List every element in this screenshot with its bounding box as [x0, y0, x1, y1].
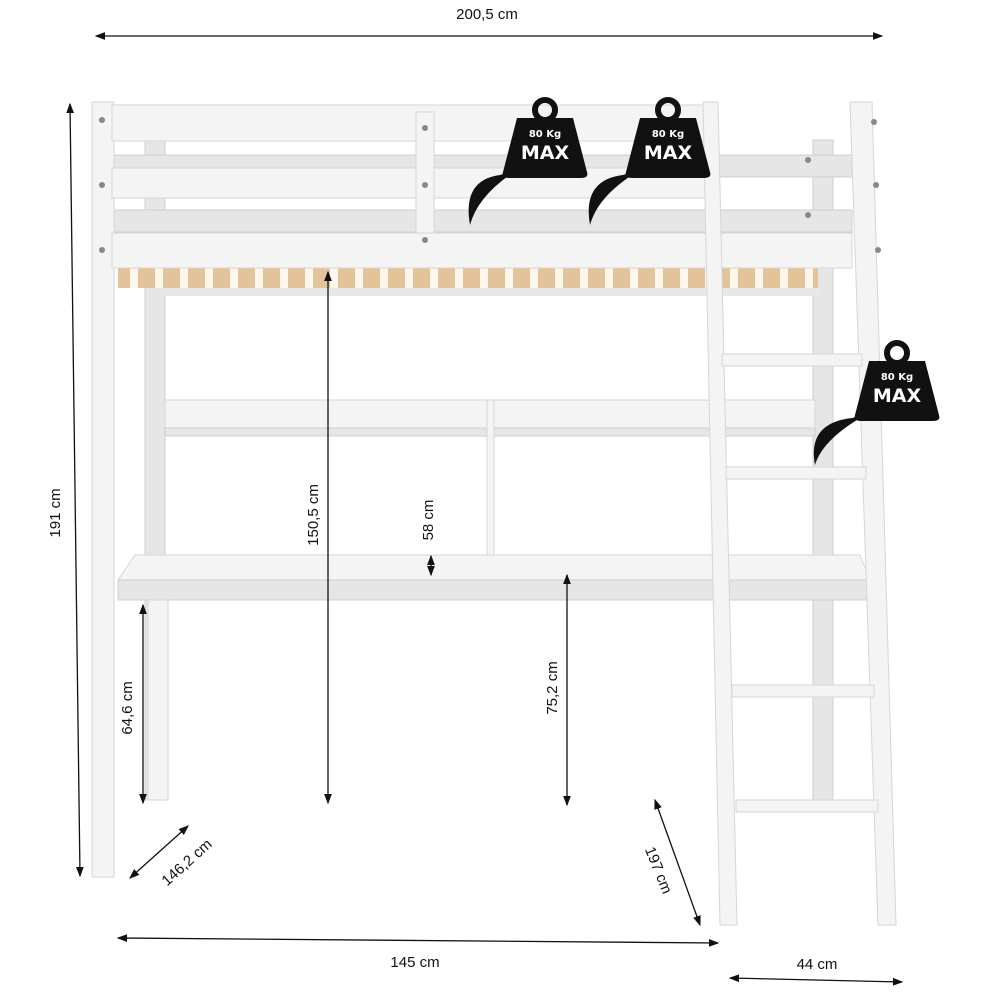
slat-gap — [530, 268, 538, 288]
badge-max: MAX — [644, 142, 693, 164]
weight-icon — [625, 118, 711, 178]
slat-gap — [130, 268, 138, 288]
slat-gap — [605, 268, 613, 288]
dimension-lines — [66, 32, 904, 986]
dim-total-height: 191 cm — [47, 488, 64, 537]
slat-gap — [755, 268, 763, 288]
weight-icon-handle — [884, 340, 910, 366]
ladder-rung — [725, 466, 867, 480]
weight-icon — [854, 361, 940, 421]
slat-gap — [255, 268, 263, 288]
badge-max: MAX — [521, 142, 570, 164]
shelf-divider — [486, 399, 495, 556]
dim-depth-right: 197 cm — [641, 844, 675, 896]
pointer-arrow-icon — [468, 170, 517, 225]
slat-gap — [780, 268, 788, 288]
slat-gap — [280, 268, 288, 288]
slat-gap — [305, 268, 313, 288]
ladder-rung — [735, 799, 879, 813]
dim-desk-leg-height: 64,6 cm — [119, 681, 136, 734]
slat-gap — [630, 268, 638, 288]
slat-gap — [155, 268, 163, 288]
slat-gap — [405, 268, 413, 288]
slat-gap — [355, 268, 363, 288]
desk-leg-left — [147, 599, 169, 801]
dim-total-width: 200,5 cm — [456, 6, 518, 23]
dim-under-bed-height: 150,5 cm — [305, 484, 322, 546]
weight-limit-badge: 80 Kg MAX — [813, 340, 940, 465]
bolt-holes — [99, 117, 881, 253]
slat-gap — [455, 268, 463, 288]
dim-shelf-height: 58 cm — [420, 500, 437, 541]
slat-frame — [160, 288, 820, 296]
slat-gap — [805, 268, 813, 288]
slat-gap — [655, 268, 663, 288]
slat-gap — [480, 268, 488, 288]
dim-ladder-width: 44 cm — [797, 956, 838, 973]
weight-icon — [502, 118, 588, 178]
desk-front — [117, 579, 871, 601]
weight-limit-badge: 80 Kg MAX — [588, 97, 711, 225]
slat-gap — [555, 268, 563, 288]
badge-weight: 80 Kg — [529, 129, 561, 140]
slat-gap — [730, 268, 738, 288]
ladder-rail — [702, 101, 738, 926]
slat-gap — [380, 268, 388, 288]
back-rail-bottom — [111, 209, 853, 233]
desk-top — [117, 554, 871, 581]
slat-gap — [205, 268, 213, 288]
badge-weight: 80 Kg — [881, 372, 913, 383]
slat-gap — [430, 268, 438, 288]
pointer-arrow-icon — [588, 170, 640, 225]
dim-depth-left: 146,2 cm — [158, 836, 215, 890]
front-right-post — [849, 101, 897, 926]
guard-rail-middle — [111, 167, 713, 199]
ladder-rung — [731, 684, 875, 698]
weight-limit-badge: 80 Kg MAX — [468, 97, 588, 225]
bed-front-board — [111, 232, 853, 269]
slat-gap — [505, 268, 513, 288]
guard-rail-post — [415, 111, 435, 243]
slat-gap — [230, 268, 238, 288]
bed-slats — [118, 268, 818, 288]
pointer-arrow-icon — [813, 413, 869, 465]
dim-inner-width: 145 cm — [390, 954, 439, 971]
ladder-rung — [721, 353, 863, 367]
slat-gap — [180, 268, 188, 288]
guard-rail-top — [111, 104, 713, 142]
front-left-post — [91, 101, 115, 878]
slat-gaps — [130, 268, 813, 288]
badge-max: MAX — [873, 385, 922, 407]
slat-gap — [330, 268, 338, 288]
dim-desk-height: 75,2 cm — [544, 661, 561, 714]
slat-gap — [680, 268, 688, 288]
badge-weight: 80 Kg — [652, 129, 684, 140]
slat-gap — [580, 268, 588, 288]
